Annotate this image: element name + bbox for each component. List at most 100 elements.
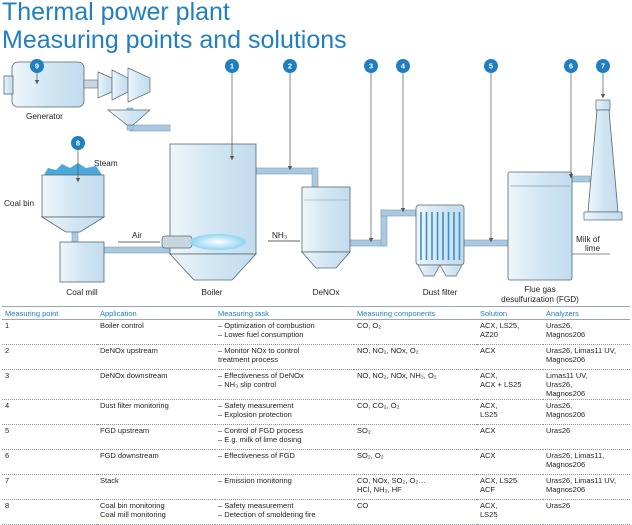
steam-funnel (106, 109, 151, 126)
dust-filter-hopper-right (439, 264, 463, 277)
cell-task: – Monitor NOx to control treatment proce… (215, 344, 354, 370)
cell-solution: ACX (477, 449, 543, 475)
label-fgd-line1: Flue gas (524, 285, 555, 294)
coal-pile (44, 163, 102, 175)
marker-arrowhead (488, 238, 494, 242)
measuring-point-marker (283, 59, 297, 73)
cell-line: Uras26 (546, 426, 571, 435)
cell-analyzers: Uras26, Limas11 UV,Magnos206 (543, 344, 630, 370)
denox-hopper (301, 251, 351, 269)
cell-solution: ACX,LS25 (477, 499, 543, 525)
page-subtitle: Measuring points and solutions (2, 26, 347, 54)
cell-line: Boiler control (100, 321, 144, 330)
cell-application: Boiler control (97, 319, 215, 345)
flue-duct-filter-fgd (463, 239, 509, 247)
cell-components: NO, NO₂, NOx, NH₃, O₂ (354, 369, 477, 400)
cell-application: Dust filter monitoring (97, 399, 215, 425)
cell-line: ACF (480, 485, 495, 494)
cell-line: treatment process (218, 355, 279, 364)
cell-solution: ACX,ACX + LS25 (477, 369, 543, 400)
cell-line: – Effectiveness of DeNOx (218, 371, 304, 380)
cell-line: Uras26 (546, 501, 571, 510)
cell-line: DeNOx upstream (100, 346, 158, 355)
label-steam: Steam (94, 159, 118, 168)
stack-body (587, 109, 619, 213)
label-milk-of-lime-line2: lime (585, 244, 600, 253)
filter-bags (420, 212, 461, 260)
column-header: Application (97, 306, 215, 320)
coal-mill (59, 241, 105, 283)
cell-components: CO, NOx, SO₂, O₂…HCl, NH₃, HF (354, 474, 477, 500)
marker-arrowhead (568, 174, 574, 178)
cell-line: Uras26, (546, 401, 573, 410)
cell-line: HCl, NH₃, HF (357, 485, 402, 494)
turbine-stage-3 (127, 67, 151, 103)
shaft (83, 79, 99, 89)
cell-line: ACX, (480, 401, 498, 410)
flue-duct-boiler-denox (255, 167, 317, 175)
cell-line: 3 (5, 371, 10, 380)
cell-line: – Optimization of combustion (218, 321, 315, 330)
cell-line: CO, NOx, SO₂, O₂… (357, 476, 426, 485)
cell-task: – Control of FGD process– E.g. milk of l… (215, 424, 354, 450)
marker-arrowhead (400, 208, 406, 212)
cell-line: ACX, (480, 371, 498, 380)
cell-line: Magnos206 (546, 330, 586, 339)
measuring-point-marker (564, 59, 578, 73)
generator-group (3, 61, 151, 126)
cell-line: FGD upstream (100, 426, 150, 435)
measuring-point-marker (364, 59, 378, 73)
cell-components: SO₂, O₂ (354, 449, 477, 475)
cell-line: – Detection of smoldering fire (218, 510, 316, 519)
cell-line: – Explosion protection (218, 410, 292, 419)
measuring-point-marker (225, 59, 239, 73)
cell-line: CO, O₂ (357, 321, 382, 330)
marker-arrowhead (34, 80, 40, 84)
cell-analyzers: Limas11 UV,Uras26,Magnos206 (543, 369, 630, 400)
cell-line: SO₂ (357, 426, 371, 435)
cell-point: 6 (2, 449, 97, 475)
label-fgd-line2: desulfurization (FGD) (501, 295, 579, 304)
cell-line: – Safety measurement (218, 401, 294, 410)
cell-components: CO, O₂ (354, 319, 477, 345)
flue-duct-denox-down (311, 167, 319, 189)
cell-line: LS25 (480, 410, 498, 419)
flue-duct-fgd-stack (571, 175, 591, 183)
cell-task: – Optimization of combustion– Lower fuel… (215, 319, 354, 345)
cell-line: Dust filter monitoring (100, 401, 169, 410)
cell-line: Uras26, Limas11, (546, 451, 605, 460)
measuring-point-number: 5 (489, 62, 493, 71)
measuring-point-number: 4 (401, 62, 406, 71)
cell-components: NO, NO₂, NOx, O₂ (354, 344, 477, 370)
cell-analyzers: Uras26, Limas11,Magnos206 (543, 449, 630, 475)
cell-line: – E.g. milk of lime dosing (218, 435, 302, 444)
cell-line: – Lower fuel consumption (218, 330, 304, 339)
measuring-point-number: 9 (35, 62, 39, 71)
cell-line: Uras26, (546, 380, 573, 389)
measuring-point-marker (484, 59, 498, 73)
cell-line: Stack (100, 476, 119, 485)
column-header: Analyzers (543, 306, 630, 320)
cell-line: Magnos206 (546, 410, 586, 419)
measuring-point-number: 8 (76, 139, 80, 148)
cell-line: ACX (480, 426, 496, 435)
marker-arrowhead (229, 156, 235, 160)
cell-line: SO₂, O₂ (357, 451, 384, 460)
cell-task: – Effectiveness of DeNOx– NH₃ slip contr… (215, 369, 354, 400)
cell-line: AZ20 (480, 330, 498, 339)
generator-body (11, 61, 85, 108)
cell-line: CO (357, 501, 369, 510)
denox-body (301, 186, 351, 253)
cell-components: CO (354, 499, 477, 525)
cell-task: – Safety measurement– Detection of smold… (215, 499, 354, 525)
